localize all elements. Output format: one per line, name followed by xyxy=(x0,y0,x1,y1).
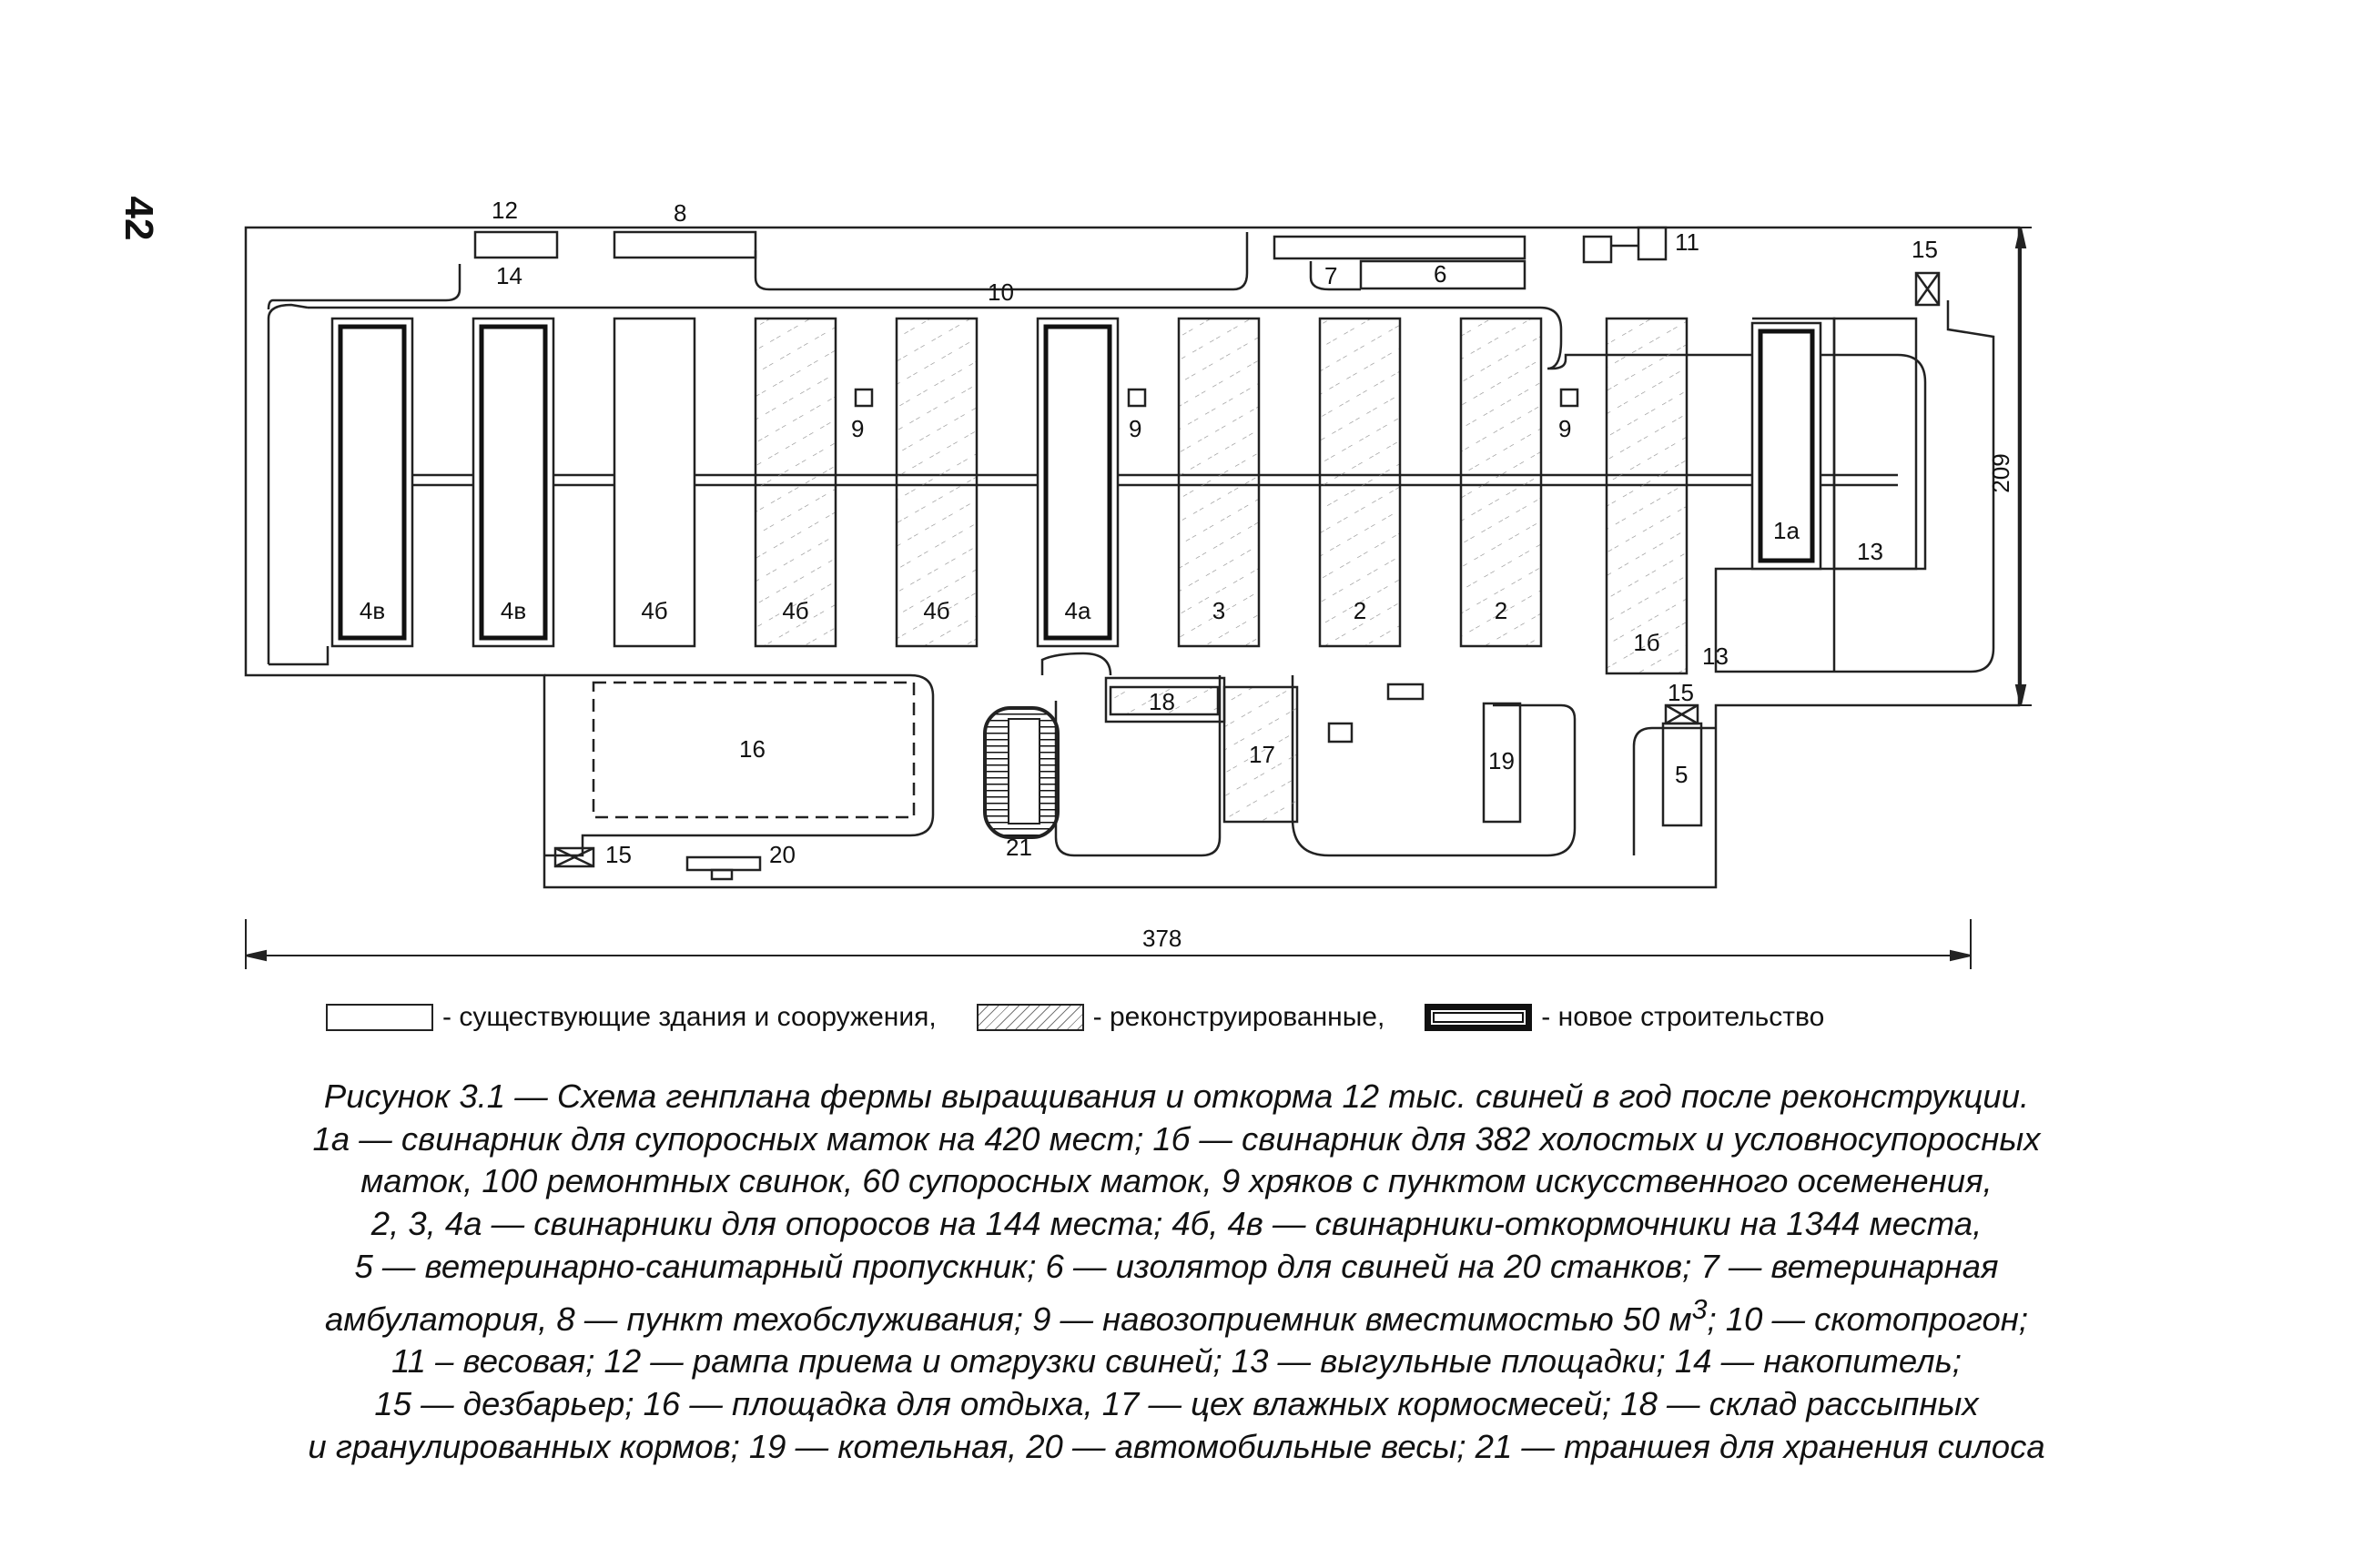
pig-house-label: 4а xyxy=(1065,597,1091,624)
caption-line: 5 — ветеринарно-санитарный пропускник; 6… xyxy=(354,1247,1999,1285)
label-9: 9 xyxy=(851,415,864,442)
pig-house-label: 2 xyxy=(1495,597,1507,624)
pig-house-label: 4в xyxy=(501,597,526,624)
pig-house-new-frame xyxy=(338,324,407,641)
barrier-south xyxy=(553,846,595,868)
caption-line: 1а — свинарник для супоросных маток на 4… xyxy=(312,1119,2041,1158)
caption-line: амбулатория, 8 — пункт техобслуживания; … xyxy=(324,1293,2029,1338)
site-plan: 4в 4в 4б 4б 4б 4а 3 2 2 1б 1а 12 8 14 10 7 6 11 15… xyxy=(244,197,2032,969)
isolator-frame xyxy=(1273,235,1526,260)
manure-tank xyxy=(1559,388,1579,408)
label-13-right: 13 xyxy=(1857,538,1883,565)
manure-tank xyxy=(854,388,874,408)
pig-house-1 xyxy=(472,317,555,648)
pig-house-new-frame xyxy=(1043,324,1112,641)
vet-checkpoint-structure xyxy=(1661,722,1703,827)
caption-line: маток, 100 ремонтных свинок, 60 супоросн… xyxy=(360,1162,1993,1200)
truck-scales xyxy=(685,855,762,872)
pig-houses: 4в 4в 4б 4б 4б 4а 3 2 2 1б 1а xyxy=(330,317,1822,675)
dimension-length: 378 xyxy=(1142,925,1182,952)
yard-lower xyxy=(1752,317,1836,672)
pig-house-label: 1а xyxy=(1773,517,1800,544)
pig-house-9 xyxy=(1605,317,1689,675)
label-14: 14 xyxy=(496,262,522,289)
internal-road xyxy=(308,300,1995,673)
label-16: 16 xyxy=(739,735,766,763)
caption-line: и гранулированных кормов; 19 — котельная… xyxy=(308,1427,2045,1465)
pig-house-8 xyxy=(1459,317,1543,648)
site-boundary xyxy=(244,226,2021,889)
legend-reconstructed-label: - реконструированные, xyxy=(1092,1002,1385,1032)
label-20: 20 xyxy=(769,841,796,868)
feed-store-structure xyxy=(1109,685,1220,716)
rest-area xyxy=(592,681,916,819)
pig-house-5 xyxy=(1036,317,1120,648)
caption-line: 15 — дезбарьер; 16 — площадка для отдыха… xyxy=(374,1385,1979,1423)
caption-line: Рисунок 3.1 — Схема генплана фермы выращ… xyxy=(323,1077,2030,1115)
legend-reconstructed: - реконструированные, xyxy=(976,1002,1385,1033)
legend-existing-swatch xyxy=(326,1004,433,1031)
label-9: 9 xyxy=(1558,415,1571,442)
label-7: 7 xyxy=(1324,262,1337,289)
pig-house-label: 3 xyxy=(1212,597,1225,624)
label-10: 10 xyxy=(988,278,1014,306)
label-13-lower: 13 xyxy=(1702,642,1729,670)
label-17: 17 xyxy=(1249,741,1275,768)
boiler-structure xyxy=(1482,702,1522,824)
pig-house-10 xyxy=(1750,321,1822,571)
pig-house-label: 4б xyxy=(641,597,667,624)
legend: - существующие здания и сооружения, - ре… xyxy=(326,996,1864,1038)
pig-house-label: 2 xyxy=(1354,597,1366,624)
legend-existing-label: - существующие здания и сооружения, xyxy=(442,1002,937,1032)
manure-tank xyxy=(1127,388,1147,408)
label-6: 6 xyxy=(1434,260,1446,288)
pig-house-2 xyxy=(613,317,696,648)
label-15-south: 15 xyxy=(605,841,632,868)
caption-line: 2, 3, 4а — свинарники для опоросов на 14… xyxy=(370,1205,1983,1243)
pig-house-label: 4б xyxy=(923,597,949,624)
figure-caption: Рисунок 3.1 — Схема генплана фермы выращ… xyxy=(182,1076,2171,1468)
legend-existing: - существующие здания и сооружения, xyxy=(326,1002,937,1033)
legend-new: - новое строительство xyxy=(1425,1002,1824,1033)
legend-new-label: - новое строительство xyxy=(1541,1002,1825,1032)
barrier-north xyxy=(1914,271,1941,307)
label-15-north: 15 xyxy=(1912,236,1938,263)
isolator-structure xyxy=(1359,259,1526,290)
label-11: 11 xyxy=(1675,228,1699,256)
label-5: 5 xyxy=(1675,761,1688,788)
pig-house-new-frame xyxy=(1758,329,1815,563)
feed-shop-structure xyxy=(1222,685,1299,824)
label-19: 19 xyxy=(1488,747,1515,774)
pig-house-0 xyxy=(330,317,414,648)
label-12: 12 xyxy=(492,197,518,224)
dimension-width: 209 xyxy=(1987,453,2014,492)
pig-house-4 xyxy=(895,317,979,648)
caption-line: 11 – весовая; 12 — рампа приема и отгруз… xyxy=(391,1342,1962,1381)
pig-house-6 xyxy=(1177,317,1261,648)
pig-house-3 xyxy=(754,317,837,648)
label-18: 18 xyxy=(1149,688,1175,715)
scales-structure xyxy=(1582,235,1613,264)
label-15-east: 15 xyxy=(1668,679,1694,706)
label-8: 8 xyxy=(674,199,686,227)
pig-house-label: 4б xyxy=(782,597,808,624)
label-21: 21 xyxy=(1006,834,1032,861)
pig-house-new-frame xyxy=(479,324,548,641)
pig-house-label: 4в xyxy=(360,597,385,624)
legend-reconstructed-swatch xyxy=(976,1004,1084,1031)
pig-house-label: 1б xyxy=(1633,629,1659,656)
legend-new-swatch xyxy=(1425,1004,1533,1031)
service-point-structure xyxy=(613,230,757,259)
ramp-structure xyxy=(473,230,559,259)
pig-house-7 xyxy=(1318,317,1402,648)
label-9: 9 xyxy=(1129,415,1141,442)
